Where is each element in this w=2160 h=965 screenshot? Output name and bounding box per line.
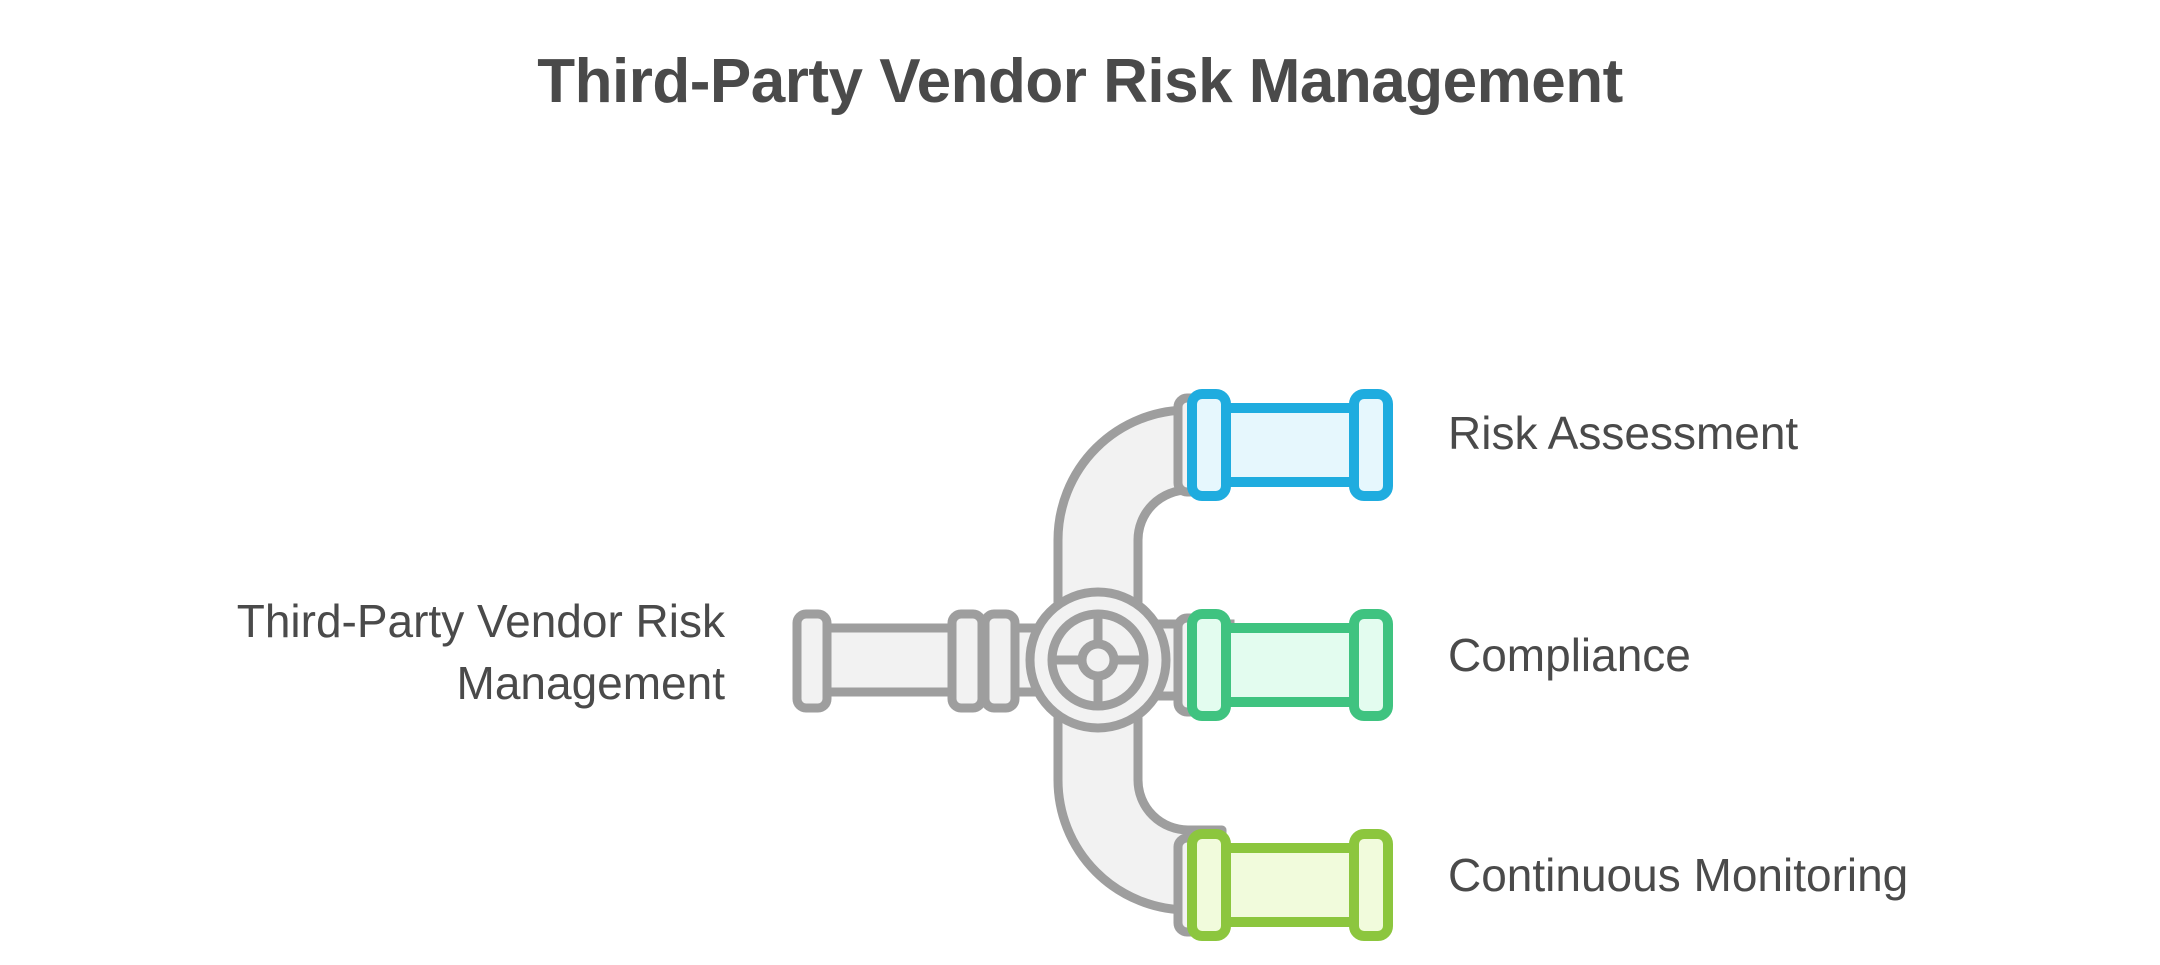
root-node-label: Third-Party Vendor Risk Management xyxy=(236,595,725,710)
inlet-flange-outer xyxy=(947,609,987,713)
branch-top-flange-right xyxy=(1349,389,1393,501)
branch-middle-flange-left xyxy=(1187,609,1231,721)
branch-label-compliance: Compliance xyxy=(1448,629,1691,681)
branch-top-flange-left xyxy=(1187,389,1231,501)
branch-pipe-compliance[interactable] xyxy=(1187,609,1393,721)
trunk-pipe-group xyxy=(792,393,1235,937)
branch-pipe-risk-assessment[interactable] xyxy=(1187,389,1393,501)
branch-label-risk-assessment: Risk Assessment xyxy=(1448,407,1799,459)
inlet-pipe-body xyxy=(813,623,973,697)
branch-middle-flange-right xyxy=(1349,609,1393,721)
page-title: Third-Party Vendor Risk Management xyxy=(537,47,1623,116)
inlet-flange-inner xyxy=(980,609,1020,713)
branch-label-continuous-monitoring: Continuous Monitoring xyxy=(1448,849,1909,901)
branch-bottom-flange-right xyxy=(1349,829,1393,941)
valve-wheel-hub xyxy=(1077,639,1119,681)
branch-bottom-flange-left xyxy=(1187,829,1231,941)
inlet-end-flange xyxy=(792,609,832,713)
branch-pipe-continuous-monitoring[interactable] xyxy=(1187,829,1393,941)
